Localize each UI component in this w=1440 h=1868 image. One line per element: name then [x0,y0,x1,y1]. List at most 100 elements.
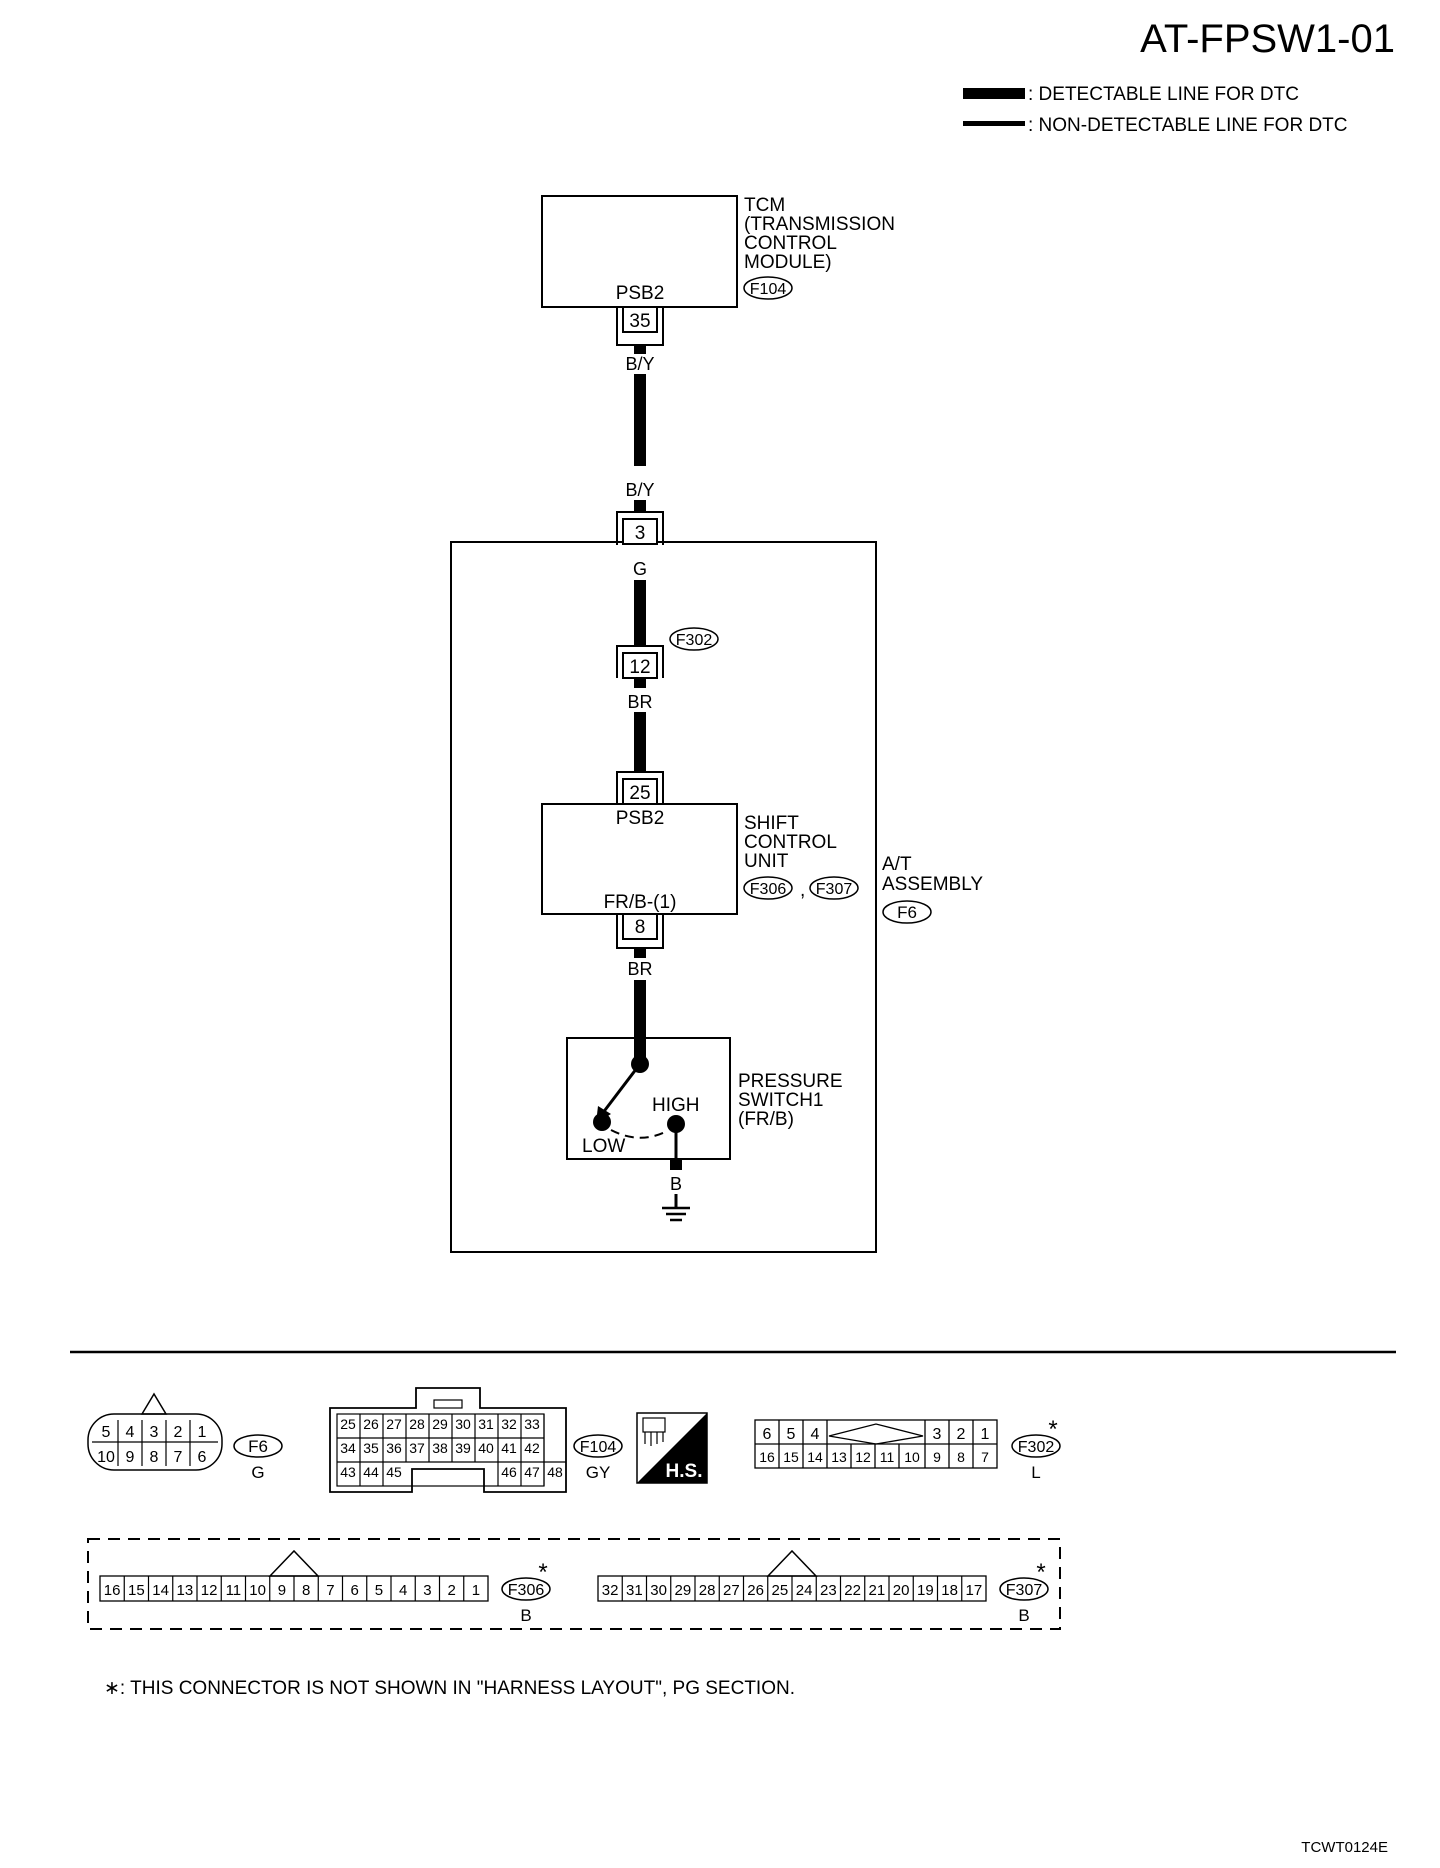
ground-icon [662,1206,690,1222]
f306-pin: 12 [201,1582,218,1599]
f306-connector-id: F306 [508,1582,545,1599]
svg-text:7: 7 [174,1449,183,1466]
scu-connector-separator: , [800,880,805,901]
junction-terminal-bracket [616,645,664,678]
f307-pin: 31 [626,1582,643,1599]
svg-text:37: 37 [409,1440,425,1456]
svg-text:6: 6 [763,1426,772,1443]
at-terminal-box [622,518,658,545]
svg-text:29: 29 [432,1416,448,1432]
svg-text:35: 35 [363,1440,379,1456]
f307-pin: 18 [941,1582,958,1599]
svg-text:10: 10 [97,1449,115,1466]
svg-text:3: 3 [933,1426,942,1443]
wire-by-stub-top [634,345,646,354]
svg-text:27: 27 [386,1416,402,1432]
svg-text:10: 10 [904,1449,920,1465]
svg-text:48: 48 [547,1464,563,1480]
scu-top-terminal-number: 25 [629,783,650,804]
legend-non-detectable-swatch [963,121,1025,126]
wire-br-lower-stub [634,948,646,958]
svg-text:15: 15 [783,1449,799,1465]
svg-text:8: 8 [150,1449,159,1466]
at-assembly-label: A/T ASSEMBLY [882,854,983,895]
f302-star: * [1048,1416,1057,1443]
f306-pin: 8 [302,1582,310,1599]
wire-g [634,580,646,646]
tcm-connector-oval [743,276,793,300]
f307-connector-oval [999,1577,1049,1601]
f307-pin: 17 [966,1582,983,1599]
svg-text:11: 11 [880,1449,895,1465]
svg-text:3: 3 [150,1424,159,1441]
svg-text:44: 44 [363,1464,379,1480]
svg-text:4: 4 [811,1426,820,1443]
scu-connector-id-1: F306 [750,881,787,898]
f306-pin: 4 [399,1582,407,1599]
tcm-label: TCM (TRANSMISSION CONTROL MODULE) [744,195,900,273]
scu-bottom-terminal-box [622,913,658,940]
f307-pin: 24 [796,1582,813,1599]
svg-text:12: 12 [855,1449,871,1465]
f306-pin: 14 [152,1582,169,1599]
svg-text:2: 2 [957,1426,966,1443]
f306-f307-dashed-group [87,1538,1061,1630]
svg-text:34: 34 [340,1440,356,1456]
svg-text:13: 13 [831,1449,847,1465]
svg-text:31: 31 [478,1416,494,1432]
f104-connector-view: 25 26 27 28 29 30 31 32 33 34 35 36 37 3… [329,1387,567,1493]
pressure-switch-box [566,1037,731,1160]
f307-pin: 32 [602,1582,619,1599]
diagram-title: AT-FPSW1-01 [1140,17,1395,61]
at-connector-id: F6 [897,903,917,922]
f307-pin: 19 [917,1582,934,1599]
legend-detectable-swatch [963,88,1025,99]
scu-connector-oval-2 [809,876,859,900]
f307-pin: 21 [869,1582,886,1599]
f307-pin: 30 [650,1582,667,1599]
hs-badge-icon: H.S. [636,1412,708,1484]
f104-connector-id: F104 [580,1439,617,1456]
tcm-terminal-name: PSB2 [616,283,665,304]
f307-pin: 28 [699,1582,716,1599]
pressure-switch-low-label: LOW [582,1136,625,1157]
svg-text:4: 4 [126,1424,135,1441]
f307-star: * [1036,1559,1045,1586]
svg-text:33: 33 [524,1416,540,1432]
svg-text:43: 43 [340,1464,356,1480]
svg-text:9: 9 [126,1449,135,1466]
svg-text:45: 45 [386,1464,402,1480]
at-connector-oval [882,900,932,924]
pressure-switch-label: PRESSURE SWITCH1 (FR/B) [738,1071,848,1130]
f306-pin: 10 [249,1582,266,1599]
pressure-switch-dashed-arc [610,1129,668,1139]
svg-text:41: 41 [501,1440,517,1456]
f307-pin: 25 [772,1582,789,1599]
pressure-switch-low-contact [593,1113,611,1131]
svg-text:1: 1 [981,1426,990,1443]
shift-control-label: SHIFT CONTROL UNIT [744,813,841,872]
legend-detectable-text: : DETECTABLE LINE FOR DTC [1028,84,1299,105]
scu-bottom-terminal-number: 8 [635,917,646,938]
svg-text:32: 32 [501,1416,517,1432]
svg-text:46: 46 [501,1464,517,1480]
junction-connector-oval [669,627,719,651]
svg-text:6: 6 [198,1449,207,1466]
svg-text:9: 9 [933,1449,941,1465]
f306-pin: 3 [423,1582,431,1599]
f306-pin: 9 [278,1582,286,1599]
wire-br-upper [634,712,646,772]
f306-pin: 1 [472,1582,480,1599]
svg-text:30: 30 [455,1416,471,1432]
f302-connector-view: 6 5 4 3 2 1 16 15 14 13 12 11 10 9 8 7 [754,1419,998,1469]
svg-text:16: 16 [759,1449,775,1465]
svg-text:36: 36 [386,1440,402,1456]
f306-pin: 16 [104,1582,121,1599]
svg-text:14: 14 [807,1449,823,1465]
f307-connector-id: F307 [1006,1582,1043,1599]
f302-connector-oval [1011,1434,1061,1458]
f104-connector-color: GY [586,1463,611,1482]
